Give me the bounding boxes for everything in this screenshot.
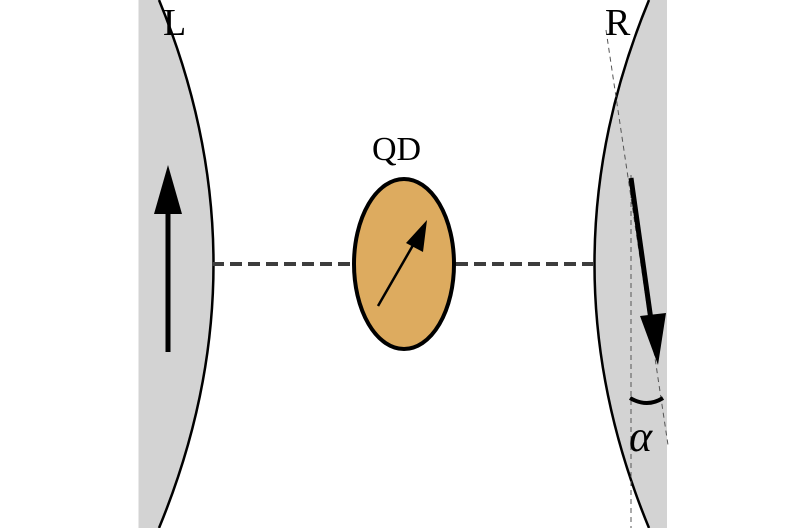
right-magnetization-arrow xyxy=(628,177,654,321)
quantum-dot xyxy=(352,177,456,351)
left-magnetization-arrowhead xyxy=(154,165,182,214)
quantum-dot-label: QD xyxy=(372,131,421,168)
angle-arc xyxy=(628,396,665,405)
right-lead-label: R xyxy=(605,2,631,44)
right-lead xyxy=(594,0,667,528)
left-lead xyxy=(139,0,214,528)
left-lead-label: L xyxy=(163,2,186,44)
right-magnetization-arrowhead xyxy=(640,313,666,365)
dot-spin-arrowhead xyxy=(406,220,427,252)
dot-spin-arrow xyxy=(376,239,418,307)
angle-label: α xyxy=(629,412,653,461)
right-lead-edge xyxy=(593,0,651,528)
